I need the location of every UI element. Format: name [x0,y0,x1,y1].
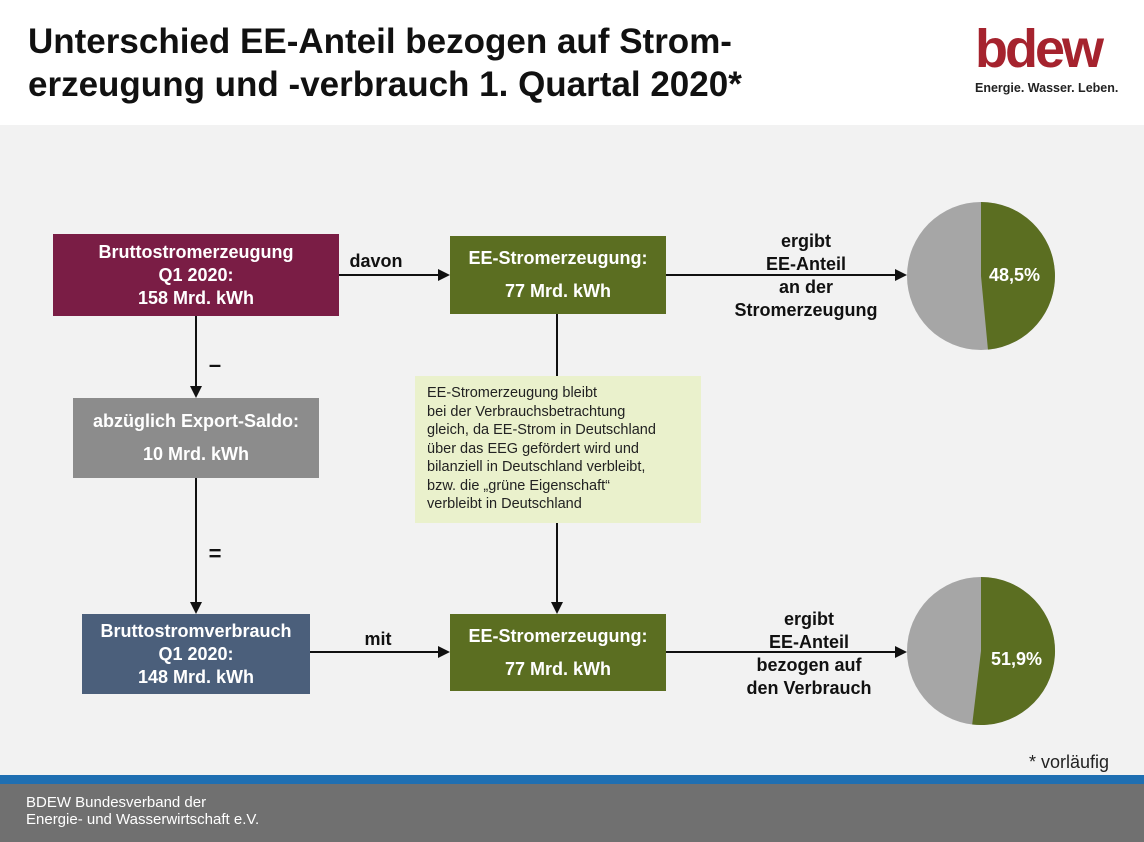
export-saldo-box: abzüglich Export-Saldo: 10 Mrd. kWh [73,398,319,478]
gross-consumption-box: Bruttostromverbrauch Q1 2020: 148 Mrd. k… [82,614,310,694]
bdew-logo: bdew Energie. Wasser. Leben. [975,22,1125,102]
label-minus: – [208,352,222,377]
gross-generation-title: Bruttostromerzeugung [98,241,294,262]
result-top-line: an der [778,277,834,297]
note-line: bzw. die „grüne Eigenschaft“ [427,477,610,494]
result-bottom-line: den Verbrauch [746,678,872,698]
result-bottom-line: ergibt [783,609,834,629]
label-davon: davon [349,251,403,271]
note-line: über das EEG gefördert wird und [427,440,639,457]
explanation-note: EE-Stromerzeugung bleibt bei der Verbrau… [415,376,701,523]
footer-stripe [0,775,1144,784]
gross-generation-value: 158 Mrd. kWh [137,287,255,308]
ee-generation-bottom-title: EE-Stromerzeugung: [468,625,648,646]
gross-generation-box: Bruttostromerzeugung Q1 2020: 158 Mrd. k… [53,234,339,316]
gross-consumption-value: 148 Mrd. kWh [137,666,255,687]
page-title: Unterschied EE-Anteil bezogen auf Strom-… [28,22,742,104]
gross-consumption-period: Q1 2020: [158,643,234,664]
result-top-label: ergibt EE-Anteil an der Stromerzeugung [716,230,896,322]
result-top-line: ergibt [780,231,831,251]
gross-generation-period: Q1 2020: [158,264,234,285]
export-saldo-title: abzüglich Export-Saldo: [92,411,299,431]
footer-line: Energie- und Wasserwirtschaft e.V. [26,811,260,828]
ee-generation-top-box: EE-Stromerzeugung: 77 Mrd. kWh [450,236,666,314]
pie-chart-generation [907,202,1055,350]
note-line: verbleibt in Deutschland [427,496,582,512]
ee-generation-bottom-value: 77 Mrd. kWh [504,658,611,679]
result-bottom-line: EE-Anteil [768,632,849,652]
pie-chart-consumption [907,577,1056,725]
footer-text: BDEW Bundesverband der Energie- und Wass… [26,794,259,828]
pie-ee-slice [981,202,1055,350]
footer: BDEW Bundesverband der Energie- und Wass… [0,784,1144,842]
note-line: bei der Verbrauchsbetrachtung [427,403,626,420]
export-saldo-value: 10 Mrd. kWh [142,444,249,464]
header: Unterschied EE-Anteil bezogen auf Strom-… [0,0,1144,125]
ee-generation-bottom-box: EE-Stromerzeugung: 77 Mrd. kWh [450,614,666,691]
label-equals: = [208,541,222,566]
pie-top-value: 48,5% [989,265,1041,285]
result-top-line: EE-Anteil [765,254,846,274]
footer-line: BDEW Bundesverband der [26,794,207,811]
note-line: EE-Stromerzeugung bleibt [427,385,598,401]
note-line: gleich, da EE-Strom in Deutschland [427,422,656,438]
ee-generation-top-title: EE-Stromerzeugung: [468,248,648,268]
result-top-line: Stromerzeugung [734,300,878,320]
note-line: bilanziell in Deutschland verbleibt, [427,459,646,475]
result-bottom-label: ergibt EE-Anteil bezogen auf den Verbrau… [716,608,902,700]
pie-ee-slice [972,577,1056,725]
logo-mark: bdew [975,19,1104,79]
footnote: * vorläufig [1028,752,1109,772]
pie-bottom-value: 51,9% [991,649,1043,669]
label-mit: mit [364,629,392,649]
result-bottom-line: bezogen auf [756,655,862,675]
logo-tagline: Energie. Wasser. Leben. [975,81,1119,95]
gross-consumption-title: Bruttostromverbrauch [100,620,292,641]
ee-generation-top-value: 77 Mrd. kWh [504,281,611,301]
